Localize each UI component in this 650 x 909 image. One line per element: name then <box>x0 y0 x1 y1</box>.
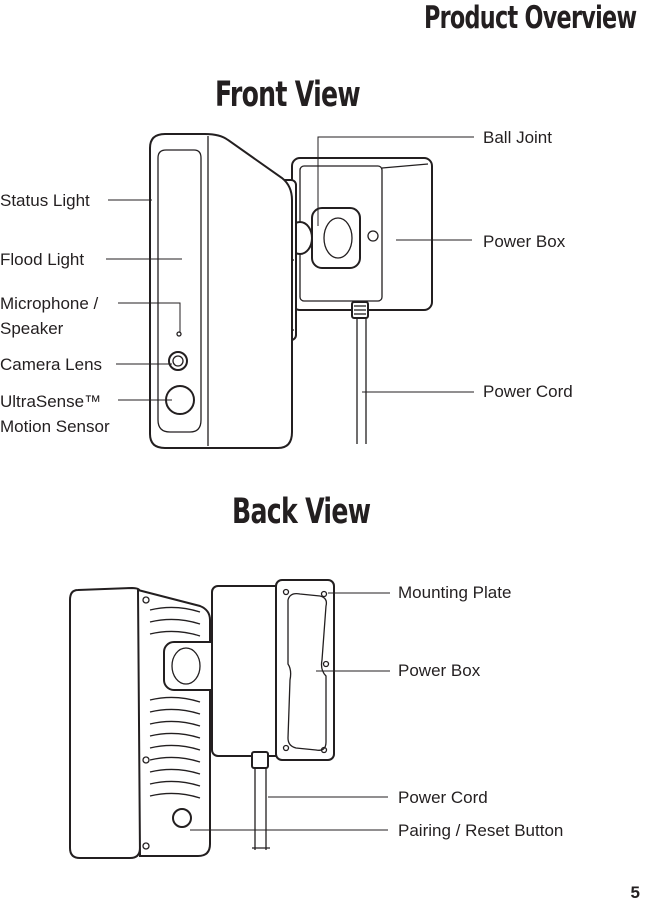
back-body-side <box>69 586 141 859</box>
back-view-title: Back View <box>232 492 371 532</box>
motion-sensor-label-line2: Motion Sensor <box>0 417 110 436</box>
camera-body <box>149 133 293 449</box>
pairing-reset-label: Pairing / Reset Button <box>398 821 564 840</box>
microphone-label-line2: Speaker <box>0 319 64 338</box>
heat-sink-fins <box>149 606 201 799</box>
camera-lens-icon <box>168 351 188 371</box>
camera-lens-label: Camera Lens <box>0 355 103 374</box>
front-power-cord-label: Power Cord <box>483 382 573 401</box>
back-cord-connector <box>251 751 269 769</box>
front-power-box-label: Power Box <box>483 232 566 251</box>
back-power-box <box>211 585 285 757</box>
flood-light-label: Flood Light <box>0 250 85 269</box>
pairing-reset-button-icon <box>172 808 192 828</box>
status-light-label: Status Light <box>0 191 90 210</box>
mounting-plate-label: Mounting Plate <box>398 583 512 602</box>
microphone-icon <box>176 331 182 337</box>
power-box-screw <box>367 230 379 242</box>
microphone-label-line1: Microphone / <box>0 294 99 313</box>
page-title: Product Overview <box>424 0 637 36</box>
front-view-title: Front View <box>215 75 361 115</box>
front-face <box>157 149 202 433</box>
back-power-box-label: Power Box <box>398 661 481 680</box>
ball-joint-label: Ball Joint <box>483 128 552 147</box>
page-number: 5 <box>630 883 640 902</box>
motion-sensor-label-line1: UltraSense™ <box>0 392 102 411</box>
mounting-plate <box>275 579 335 761</box>
back-power-cord-label: Power Cord <box>398 788 488 807</box>
